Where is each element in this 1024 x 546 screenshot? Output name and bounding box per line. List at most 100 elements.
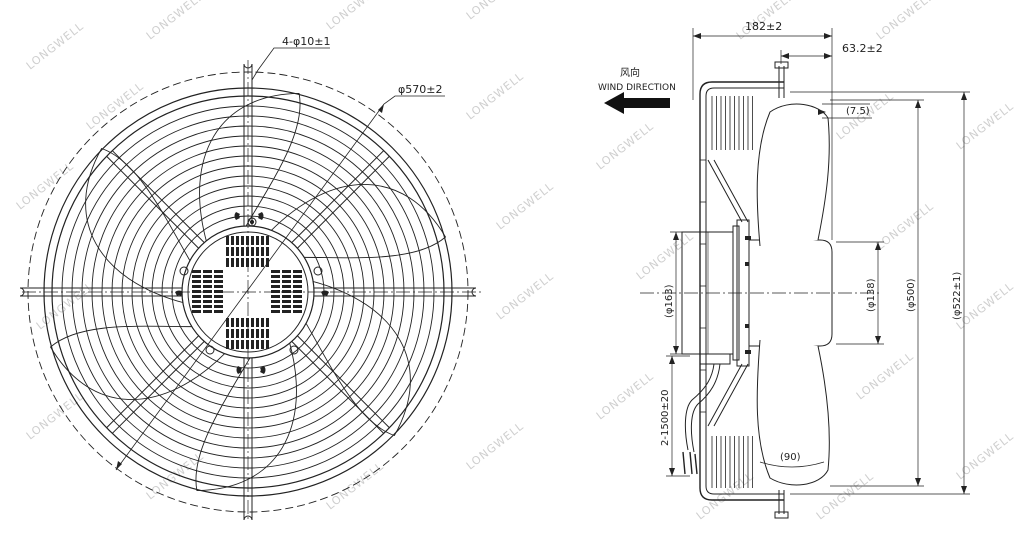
- watermark-text: LONGWELL: [594, 369, 657, 422]
- hub-vent-slot: [282, 285, 291, 288]
- hub-vent-slot: [293, 290, 302, 293]
- hub-vent-slot: [203, 275, 212, 278]
- hub-vent-slot: [266, 340, 269, 349]
- hub-vent-slot: [203, 270, 212, 273]
- hub-vent-slot: [266, 247, 269, 256]
- mount-hole-right: [313, 266, 323, 276]
- hub-vent-slot: [203, 300, 212, 303]
- watermark-text: LONGWELL: [464, 419, 527, 472]
- spoke-end-cap: [243, 515, 253, 521]
- hub-vent-slot: [282, 270, 291, 273]
- hub-vent-slot: [271, 280, 280, 283]
- dim-arrowheads: [669, 33, 967, 494]
- hub-vent-slot: [251, 247, 254, 256]
- watermark-text: LONGWELL: [464, 0, 527, 22]
- hub-vent-slot: [192, 295, 201, 298]
- watermark-text: LONGWELL: [634, 229, 697, 282]
- hub-vent-slot: [231, 236, 234, 245]
- hub-vent-slot: [192, 290, 201, 293]
- mount-hole-left: [179, 266, 189, 276]
- angle-dim-arc: [759, 461, 825, 468]
- hub-vent-slot: [261, 329, 264, 338]
- fan-blade: [195, 340, 297, 491]
- watermark-text: LONGWELL: [874, 0, 937, 42]
- offset-dim-label: 63.2±2: [842, 42, 883, 55]
- hub-vent-slot: [261, 258, 264, 267]
- hub-vent-slot: [192, 285, 201, 288]
- blade-gap-label: (7.5): [846, 106, 870, 117]
- hub-vent-slot: [261, 236, 264, 245]
- hub-vent-slot: [282, 305, 291, 308]
- hub-vent-slot: [226, 329, 229, 338]
- hub-vent-slot: [293, 285, 302, 288]
- front-view: [19, 47, 482, 522]
- watermark-text: LONGWELL: [494, 269, 557, 322]
- cable-ends: [682, 451, 698, 475]
- fan-blade: [49, 325, 227, 400]
- guard-spoke: [106, 155, 199, 249]
- depth-dim-label: 182±2: [745, 20, 782, 33]
- hub-vent-slot: [214, 280, 223, 283]
- watermark-text: LONGWELL: [464, 69, 527, 122]
- flange-bolt: [745, 262, 751, 266]
- hub-vent-slot: [241, 340, 244, 349]
- hub-vent-slot: [256, 329, 259, 338]
- hub-vent-slot: [282, 290, 291, 293]
- watermark-text: LONGWELL: [144, 449, 207, 502]
- side-view: [640, 28, 970, 519]
- hub-vent-slot: [271, 270, 280, 273]
- hub-vent-slot: [231, 318, 234, 327]
- guard-spokes: [19, 63, 477, 521]
- hub-vent-slot: [226, 247, 229, 256]
- hub-vent-slot: [231, 329, 234, 338]
- hub-vent-slot: [282, 275, 291, 278]
- fan-blade: [304, 280, 411, 437]
- hub-vent-slot: [236, 340, 239, 349]
- hub-vent-slot: [192, 300, 201, 303]
- fan-blade: [85, 147, 192, 304]
- guard-spoke: [106, 335, 199, 429]
- watermark-text: LONGWELL: [954, 429, 1017, 482]
- blade-upper: [756, 103, 830, 247]
- hub-vent-slot: [241, 329, 244, 338]
- hub-vent-slot: [192, 280, 201, 283]
- hub-vent-slot: [214, 285, 223, 288]
- hub-vent-slot: [256, 236, 259, 245]
- watermark-text: LONGWELL: [954, 279, 1017, 332]
- watermark-text: LONGWELL: [854, 349, 917, 402]
- hub-vent-slot: [241, 318, 244, 327]
- hub-vent-slot: [236, 258, 239, 267]
- bottom-bolt-head: [774, 511, 789, 519]
- hub-vent-slot: [293, 310, 302, 313]
- fan-blades: [49, 93, 447, 491]
- hub-vent-slot: [246, 340, 249, 349]
- hub-vent-slot: [293, 305, 302, 308]
- hub-vent-slot: [251, 329, 254, 338]
- upper-strut: [707, 159, 749, 223]
- hub-vent-slot: [251, 258, 254, 267]
- hub-vent-slot: [271, 275, 280, 278]
- hub-vent-slot: [214, 275, 223, 278]
- wind-label-en: WIND DIRECTION: [598, 83, 676, 93]
- hub-vent-slot: [246, 247, 249, 256]
- hub-vent-slot: [214, 295, 223, 298]
- hub-dim-label: (φ163): [664, 284, 675, 318]
- hub-vent-slot: [214, 305, 223, 308]
- hub-vent-slot: [226, 340, 229, 349]
- hub-vent-slot: [246, 318, 249, 327]
- hub-vent-slot: [251, 318, 254, 327]
- guard-spoke: [291, 150, 385, 243]
- watermark-text: LONGWELL: [84, 79, 147, 132]
- lower-strut: [707, 363, 749, 427]
- cable-dim-label: 2-1500±20: [660, 389, 671, 446]
- hub-vent-slot: [282, 295, 291, 298]
- hub-vent-slot: [246, 329, 249, 338]
- hub-vent-slot: [271, 300, 280, 303]
- hub-vent-slot: [256, 318, 259, 327]
- hub-vent-slot: [246, 258, 249, 267]
- hub-vent-slot: [293, 275, 302, 278]
- hub-vent-slot: [214, 310, 223, 313]
- hub-vent-slot: [241, 258, 244, 267]
- hub-vent-slot: [214, 300, 223, 303]
